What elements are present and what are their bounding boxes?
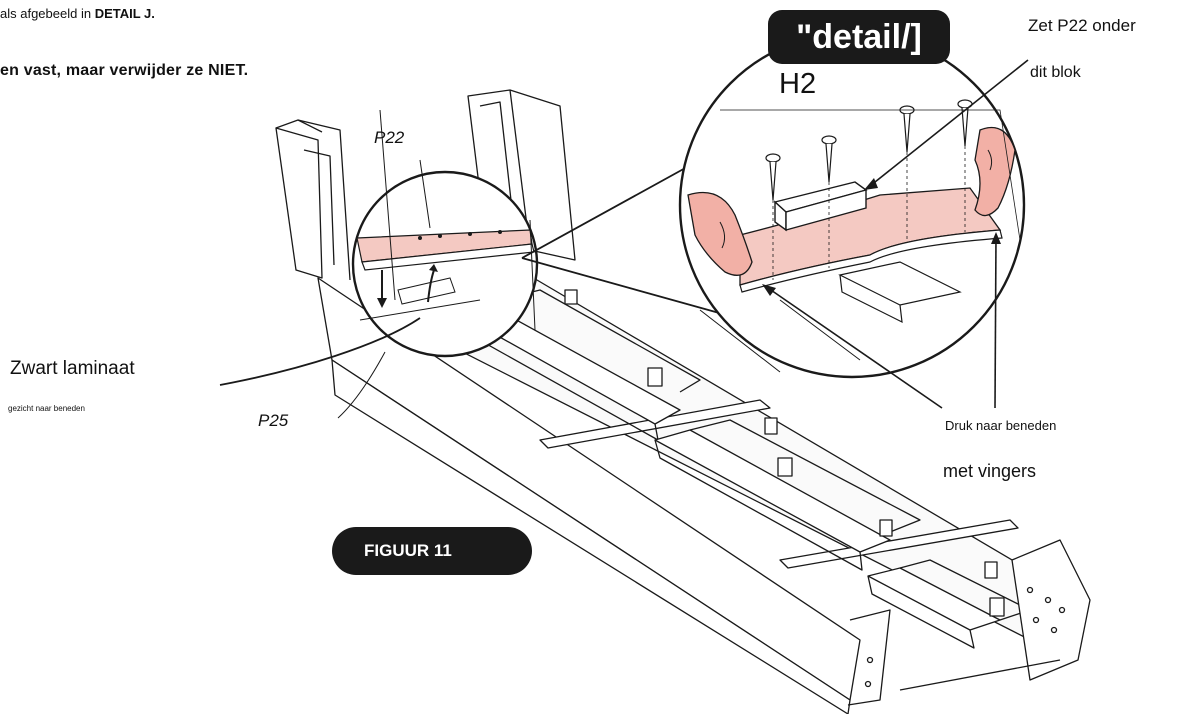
detail-circle-large: [678, 31, 1026, 379]
label-p22: P22: [374, 128, 405, 147]
arrow-druk-right: [994, 235, 997, 409]
label-p25: P25: [258, 411, 289, 430]
channel-2: [654, 429, 891, 553]
arrow-druk-left: [767, 287, 943, 409]
laminate-pointer-line: [219, 317, 421, 386]
arrow-to-block: [869, 59, 1029, 187]
finger-right: [974, 126, 1016, 217]
figure-badge: FIGUUR 11: [332, 527, 532, 575]
label-gezicht-naar-beneden: gezicht naar beneden: [8, 404, 85, 413]
label-druk-naar-beneden: Druk naar beneden: [945, 418, 1057, 433]
detail-circle-small: [351, 109, 539, 358]
instruction-line-2: en vast, maar verwijder ze NIET.: [0, 62, 249, 79]
instruction-line-1: als afgebeeld in DETAIL J.: [0, 6, 155, 21]
divider-2: [779, 519, 1019, 569]
label-met-vingers: met vingers: [943, 461, 1037, 481]
end-panel-left: [275, 127, 323, 279]
finger-left: [687, 191, 753, 276]
label-dit-blok: dit blok: [1030, 64, 1081, 81]
base-rail-front: [331, 359, 851, 714]
label-h2: H2: [779, 68, 817, 100]
detail-badge: "detail/]: [768, 10, 950, 64]
label-zet-p22-onder: Zet P22 onder: [1028, 16, 1136, 35]
label-zwart-laminaat: Zwart laminaat: [10, 358, 135, 379]
end-panel-back: [1011, 539, 1091, 681]
